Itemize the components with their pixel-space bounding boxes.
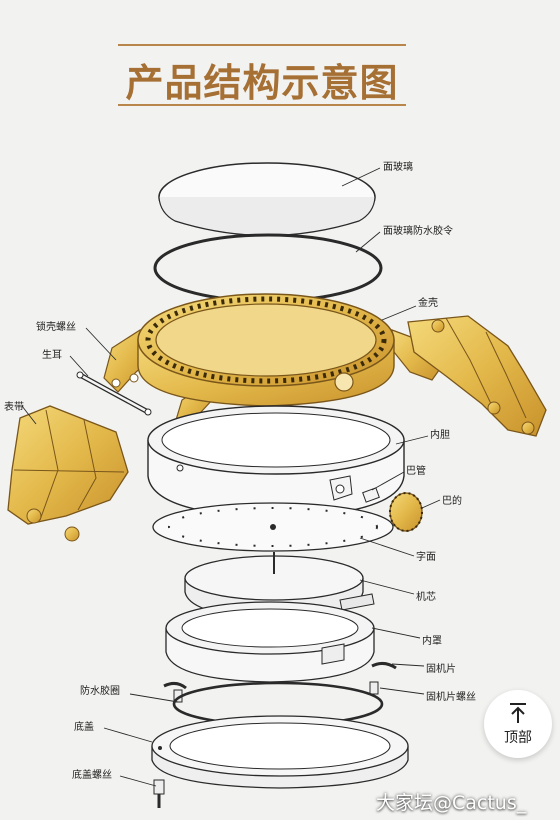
back-to-top-button[interactable]: 顶部 bbox=[484, 690, 552, 758]
label-case: 金壳 bbox=[418, 298, 438, 309]
leader-caseback bbox=[103, 727, 153, 743]
leader-clamp-screw bbox=[379, 687, 425, 695]
leader-lock-screw bbox=[85, 327, 117, 361]
arrow-up-icon bbox=[510, 703, 526, 723]
leader-crown-tube bbox=[371, 471, 405, 491]
label-crown-tube: 巴管 bbox=[406, 466, 426, 477]
label-spring-bar: 生耳 bbox=[42, 350, 62, 361]
label-caseback-screw: 底盖螺丝 bbox=[72, 770, 112, 781]
crystal-part bbox=[158, 162, 376, 237]
dial-part bbox=[152, 502, 394, 552]
diagram-title: 产品结构示意图 bbox=[125, 61, 399, 105]
label-caseback: 底盖 bbox=[74, 722, 94, 733]
clamp-screw-part bbox=[173, 681, 379, 703]
leader-inner-case bbox=[395, 435, 429, 445]
label-crystal-gasket: 面玻璃防水胶令 bbox=[383, 226, 453, 237]
watermark-text: 大家坛@Cactus_ bbox=[376, 792, 527, 814]
leader-bracelet bbox=[21, 405, 37, 425]
label-lock-screw: 锁壳螺丝 bbox=[36, 322, 76, 333]
label-dial: 字面 bbox=[416, 552, 436, 563]
leader-caseback-screw bbox=[119, 775, 157, 787]
inner-ring-part bbox=[165, 601, 375, 683]
title-rule-top bbox=[118, 44, 406, 46]
bracelet-left-part bbox=[7, 405, 129, 542]
label-inner-case: 内胆 bbox=[430, 430, 450, 441]
caseback-part bbox=[151, 715, 409, 789]
back-to-top-label: 顶部 bbox=[504, 730, 532, 746]
leader-lines bbox=[21, 167, 441, 787]
label-crown: 巴的 bbox=[442, 496, 462, 507]
crown-tube-part bbox=[362, 487, 380, 503]
leader-crystal bbox=[341, 167, 381, 187]
leader-gasket bbox=[129, 693, 179, 703]
crown-part bbox=[389, 492, 423, 532]
movement-clamp-part bbox=[163, 661, 397, 690]
leader-crystal-gasket bbox=[355, 231, 381, 253]
label-movement: 机芯 bbox=[416, 592, 436, 603]
bracelet-right-part bbox=[407, 315, 547, 437]
leader-dial bbox=[359, 537, 415, 557]
caseback-screw-part bbox=[153, 779, 165, 808]
leader-movement-clamp bbox=[391, 663, 425, 667]
crystal-gasket-part bbox=[153, 233, 383, 303]
spring-bar-part bbox=[76, 371, 152, 416]
leader-crown bbox=[421, 499, 441, 509]
label-movement-clamp: 固机片 bbox=[426, 664, 456, 675]
diagram-title-block: 产品结构示意图 bbox=[118, 44, 406, 106]
label-inner-ring: 内罩 bbox=[422, 636, 442, 647]
leader-case bbox=[381, 305, 417, 321]
title-rule-bottom bbox=[118, 104, 406, 106]
label-crystal: 面玻璃 bbox=[383, 162, 413, 173]
leader-movement bbox=[359, 579, 415, 595]
inner-case-part bbox=[147, 405, 405, 519]
label-bracelet: 表带 bbox=[4, 402, 24, 413]
leader-inner-ring bbox=[371, 627, 421, 639]
label-gasket: 防水胶圈 bbox=[80, 686, 120, 697]
leader-spring-bar bbox=[69, 355, 89, 377]
label-clamp-screw: 固机片螺丝 bbox=[426, 692, 476, 703]
case-part bbox=[103, 293, 443, 425]
